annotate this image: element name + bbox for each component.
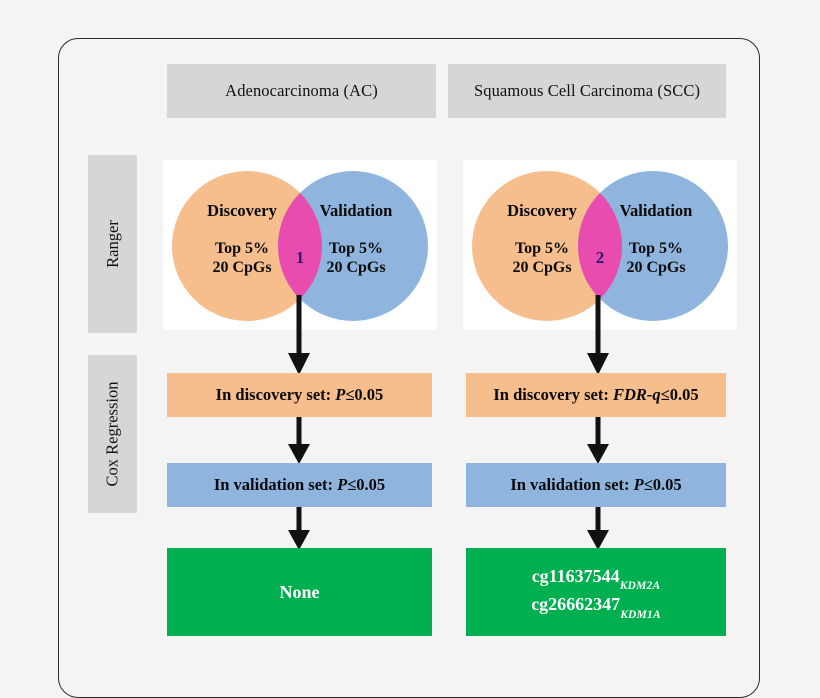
box-scc-validation-prefix: In validation set: (510, 474, 634, 494)
venn-scc-validation-title: Validation (619, 201, 693, 220)
box-ac-result-content: None (280, 580, 320, 604)
venn-scc-validation-sub-line1: Top 5% (628, 240, 684, 257)
box-ac-discovery-prefix: In discovery set: (215, 384, 336, 404)
venn-scc-discovery-title: Discovery (507, 201, 577, 220)
venn-scc-discovery-sub: Top 5% 20 CpGs (477, 240, 607, 278)
box-scc-discovery-threshold: ≤0.05 (660, 384, 699, 404)
venn-ac-intersection-count: 1 (295, 248, 305, 267)
box-ac-validation-threshold: ≤0.05 (347, 474, 386, 494)
box-scc-result-content: cg11637544KDM2A cg26662347KDM1A (531, 564, 661, 621)
venn-scc-validation-sub: Top 5% 20 CpGs (591, 240, 721, 278)
venn-scc-discovery-sub-line1: Top 5% (514, 240, 570, 257)
box-ac-discovery-criterion: In discovery set: P≤0.05 (167, 373, 432, 417)
result-cpg: cg26662347 (531, 594, 621, 614)
box-ac-validation-text: In validation set: P≤0.05 (214, 474, 385, 496)
venn-ac-discovery-sub: Top 5% 20 CpGs (177, 240, 307, 278)
box-scc-validation-symbol: P (633, 474, 644, 494)
box-scc-discovery-symbol: FDR-q (613, 384, 661, 404)
stage-label-cox-text: Cox Regression (102, 381, 122, 487)
venn-ac-validation-sub-line1: Top 5% (328, 240, 384, 257)
result-item: cg26662347KDM1A (531, 592, 661, 621)
box-scc-result: cg11637544KDM2A cg26662347KDM1A (466, 548, 726, 636)
box-scc-validation-text: In validation set: P≤0.05 (510, 474, 681, 496)
venn-ac-validation-sub-line2: 20 CpGs (326, 258, 386, 276)
venn-scc-validation-sub-line2: 20 CpGs (626, 258, 686, 276)
stage-label-ranger-text: Ranger (102, 220, 122, 268)
venn-ac-validation-sub: Top 5% 20 CpGs (291, 240, 421, 278)
box-ac-discovery-threshold: ≤0.05 (345, 384, 384, 404)
box-scc-validation-criterion: In validation set: P≤0.05 (466, 463, 726, 507)
venn-ac-validation-title: Validation (319, 201, 393, 220)
column-header-ac: Adenocarcinoma (AC) (167, 64, 436, 118)
stage-label-ranger: Ranger (88, 155, 137, 333)
venn-diagram-ac: Discovery Validation Top 5% 20 CpGs Top … (163, 160, 437, 330)
box-ac-validation-symbol: P (337, 474, 348, 494)
result-item: None (280, 580, 320, 604)
box-ac-discovery-symbol: P (335, 384, 346, 404)
venn-scc-intersection-count: 2 (595, 248, 605, 267)
result-gene: KDM1A (620, 608, 661, 621)
venn-ac-discovery-sub-line2: 20 CpGs (212, 258, 272, 276)
venn-ac-discovery-title: Discovery (207, 201, 277, 220)
result-cpg: cg11637544 (531, 565, 620, 586)
box-scc-discovery-criterion: In discovery set: FDR-q≤0.05 (466, 373, 726, 417)
figure-canvas: Adenocarcinoma (AC) Squamous Cell Carcin… (58, 38, 760, 698)
column-header-ac-label: Adenocarcinoma (AC) (225, 81, 378, 100)
venn-ac-discovery-sub-line1: Top 5% (214, 240, 270, 257)
box-scc-validation-threshold: ≤0.05 (643, 474, 682, 494)
result-cpg: None (279, 581, 320, 602)
venn-scc-discovery-sub-line2: 20 CpGs (512, 258, 572, 276)
result-gene: KDM2A (619, 580, 661, 593)
box-scc-discovery-text: In discovery set: FDR-q≤0.05 (493, 384, 698, 406)
box-ac-validation-prefix: In validation set: (213, 474, 338, 494)
column-header-scc: Squamous Cell Carcinoma (SCC) (448, 64, 726, 118)
box-ac-result: None (167, 548, 432, 636)
result-item: cg11637544KDM2A (531, 564, 661, 593)
box-ac-discovery-text: In discovery set: P≤0.05 (216, 384, 384, 406)
venn-diagram-scc: Discovery Validation Top 5% 20 CpGs Top … (463, 160, 737, 330)
column-header-scc-label: Squamous Cell Carcinoma (SCC) (473, 81, 701, 100)
box-scc-discovery-prefix: In discovery set: (493, 384, 613, 404)
box-ac-validation-criterion: In validation set: P≤0.05 (167, 463, 432, 507)
stage-label-cox: Cox Regression (88, 355, 137, 513)
